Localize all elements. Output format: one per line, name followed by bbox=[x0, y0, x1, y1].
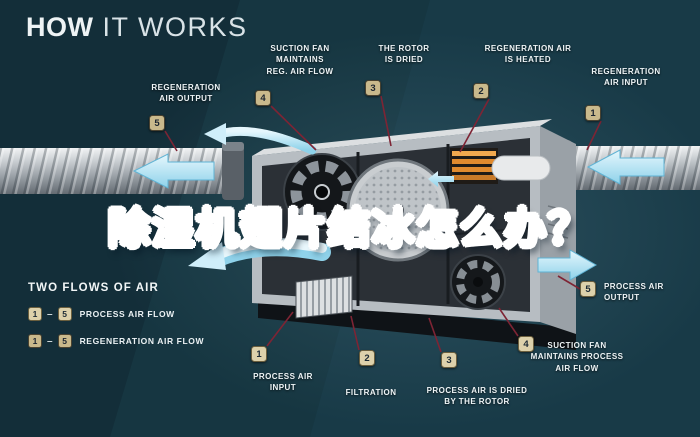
callout-label-filtration: FILTRATION bbox=[345, 388, 397, 397]
airflow-swoosh-left-head bbox=[204, 123, 226, 145]
heater bbox=[450, 148, 498, 184]
step-badge-rotor-dried: 3 bbox=[365, 80, 381, 96]
callout-label-process-input: PROCESS AIR INPUT bbox=[253, 372, 313, 393]
connector-tube bbox=[491, 155, 551, 181]
legend-dash: – bbox=[47, 308, 53, 320]
airflow-arrow-left-duct bbox=[132, 153, 215, 189]
leader-lines bbox=[164, 95, 602, 353]
callout-label-regen-input: REGENERATION AIR INPUT bbox=[591, 67, 661, 88]
rotor bbox=[346, 158, 450, 262]
legend-row-regen: 1 – 5 REGENERATION AIR FLOW bbox=[28, 334, 204, 348]
headline: 除湿机翅片结冰怎么办？ bbox=[0, 195, 700, 256]
step-badge-regen-input: 1 bbox=[585, 105, 601, 121]
step-badge-suction-reg: 4 bbox=[255, 90, 271, 106]
legend-badge-process-end: 5 bbox=[57, 307, 72, 321]
step-badge-regen-heated: 2 bbox=[473, 83, 489, 99]
legend-label-regen: REGENERATION AIR FLOW bbox=[79, 336, 205, 346]
legend-title: TWO FLOWS OF AIR bbox=[28, 282, 159, 294]
left-fan bbox=[283, 153, 361, 231]
page-title-light: IT WORKS bbox=[102, 12, 248, 42]
airflow-arrow-right-duct bbox=[586, 149, 665, 185]
airflow-arrow-process-output bbox=[537, 249, 598, 281]
filter bbox=[295, 275, 353, 319]
callout-label-process-dried: PROCESS AIR IS DRIED BY THE ROTOR bbox=[426, 386, 528, 407]
callout-label-process-output: PROCESS AIR OUTPUT bbox=[604, 282, 664, 303]
legend-dash: – bbox=[47, 335, 53, 347]
step-badge-process-dried: 3 bbox=[441, 352, 457, 368]
legend-badge-regen-end: 5 bbox=[57, 334, 72, 348]
page-title-strong: HOW bbox=[26, 12, 94, 42]
step-badge-filtration: 2 bbox=[359, 350, 375, 366]
duct-left bbox=[0, 142, 244, 200]
step-badge-process-input: 1 bbox=[251, 346, 267, 362]
legend-badge-process-start: 1 bbox=[28, 307, 42, 321]
step-badge-suction-process: 4 bbox=[518, 336, 534, 352]
vent-grille bbox=[547, 205, 569, 239]
callout-label-suction-process: SUCTION FAN MAINTAINS PROCESS AIR FLOW bbox=[530, 341, 624, 373]
airflow-swoosh-left bbox=[219, 126, 317, 155]
airflow-swoosh-bottom-head bbox=[188, 242, 226, 270]
legend-label-process: PROCESS AIR FLOW bbox=[79, 309, 175, 319]
callout-label-rotor-dried: THE ROTOR IS DRIED bbox=[378, 44, 430, 65]
machine-top-panel bbox=[252, 119, 552, 156]
airflow-arrow-heater bbox=[428, 171, 454, 187]
step-badge-regen-output: 5 bbox=[149, 115, 165, 131]
callout-label-suction-reg: SUCTION FAN MAINTAINS REG. AIR FLOW bbox=[266, 44, 334, 76]
legend-row-process: 1 – 5 PROCESS AIR FLOW bbox=[28, 307, 204, 321]
airflow-arrows bbox=[132, 123, 665, 281]
machine-unit bbox=[252, 119, 576, 350]
right-fan bbox=[450, 254, 506, 310]
airflow-swoosh-bottom-top bbox=[215, 238, 327, 259]
callout-label-regen-heated: REGENERATION AIR IS HEATED bbox=[484, 44, 572, 65]
legend-badge-regen-start: 1 bbox=[28, 334, 42, 348]
legend: TWO FLOWS OF AIR 1 – 5 PROCESS AIR FLOW … bbox=[28, 282, 204, 348]
page-title: HOW IT WORKS bbox=[26, 12, 248, 43]
step-badge-process-output: 5 bbox=[580, 281, 596, 297]
headline-text: 除湿机翅片结冰怎么办？ bbox=[108, 195, 592, 256]
callout-label-regen-output: REGENERATION AIR OUTPUT bbox=[151, 83, 221, 104]
